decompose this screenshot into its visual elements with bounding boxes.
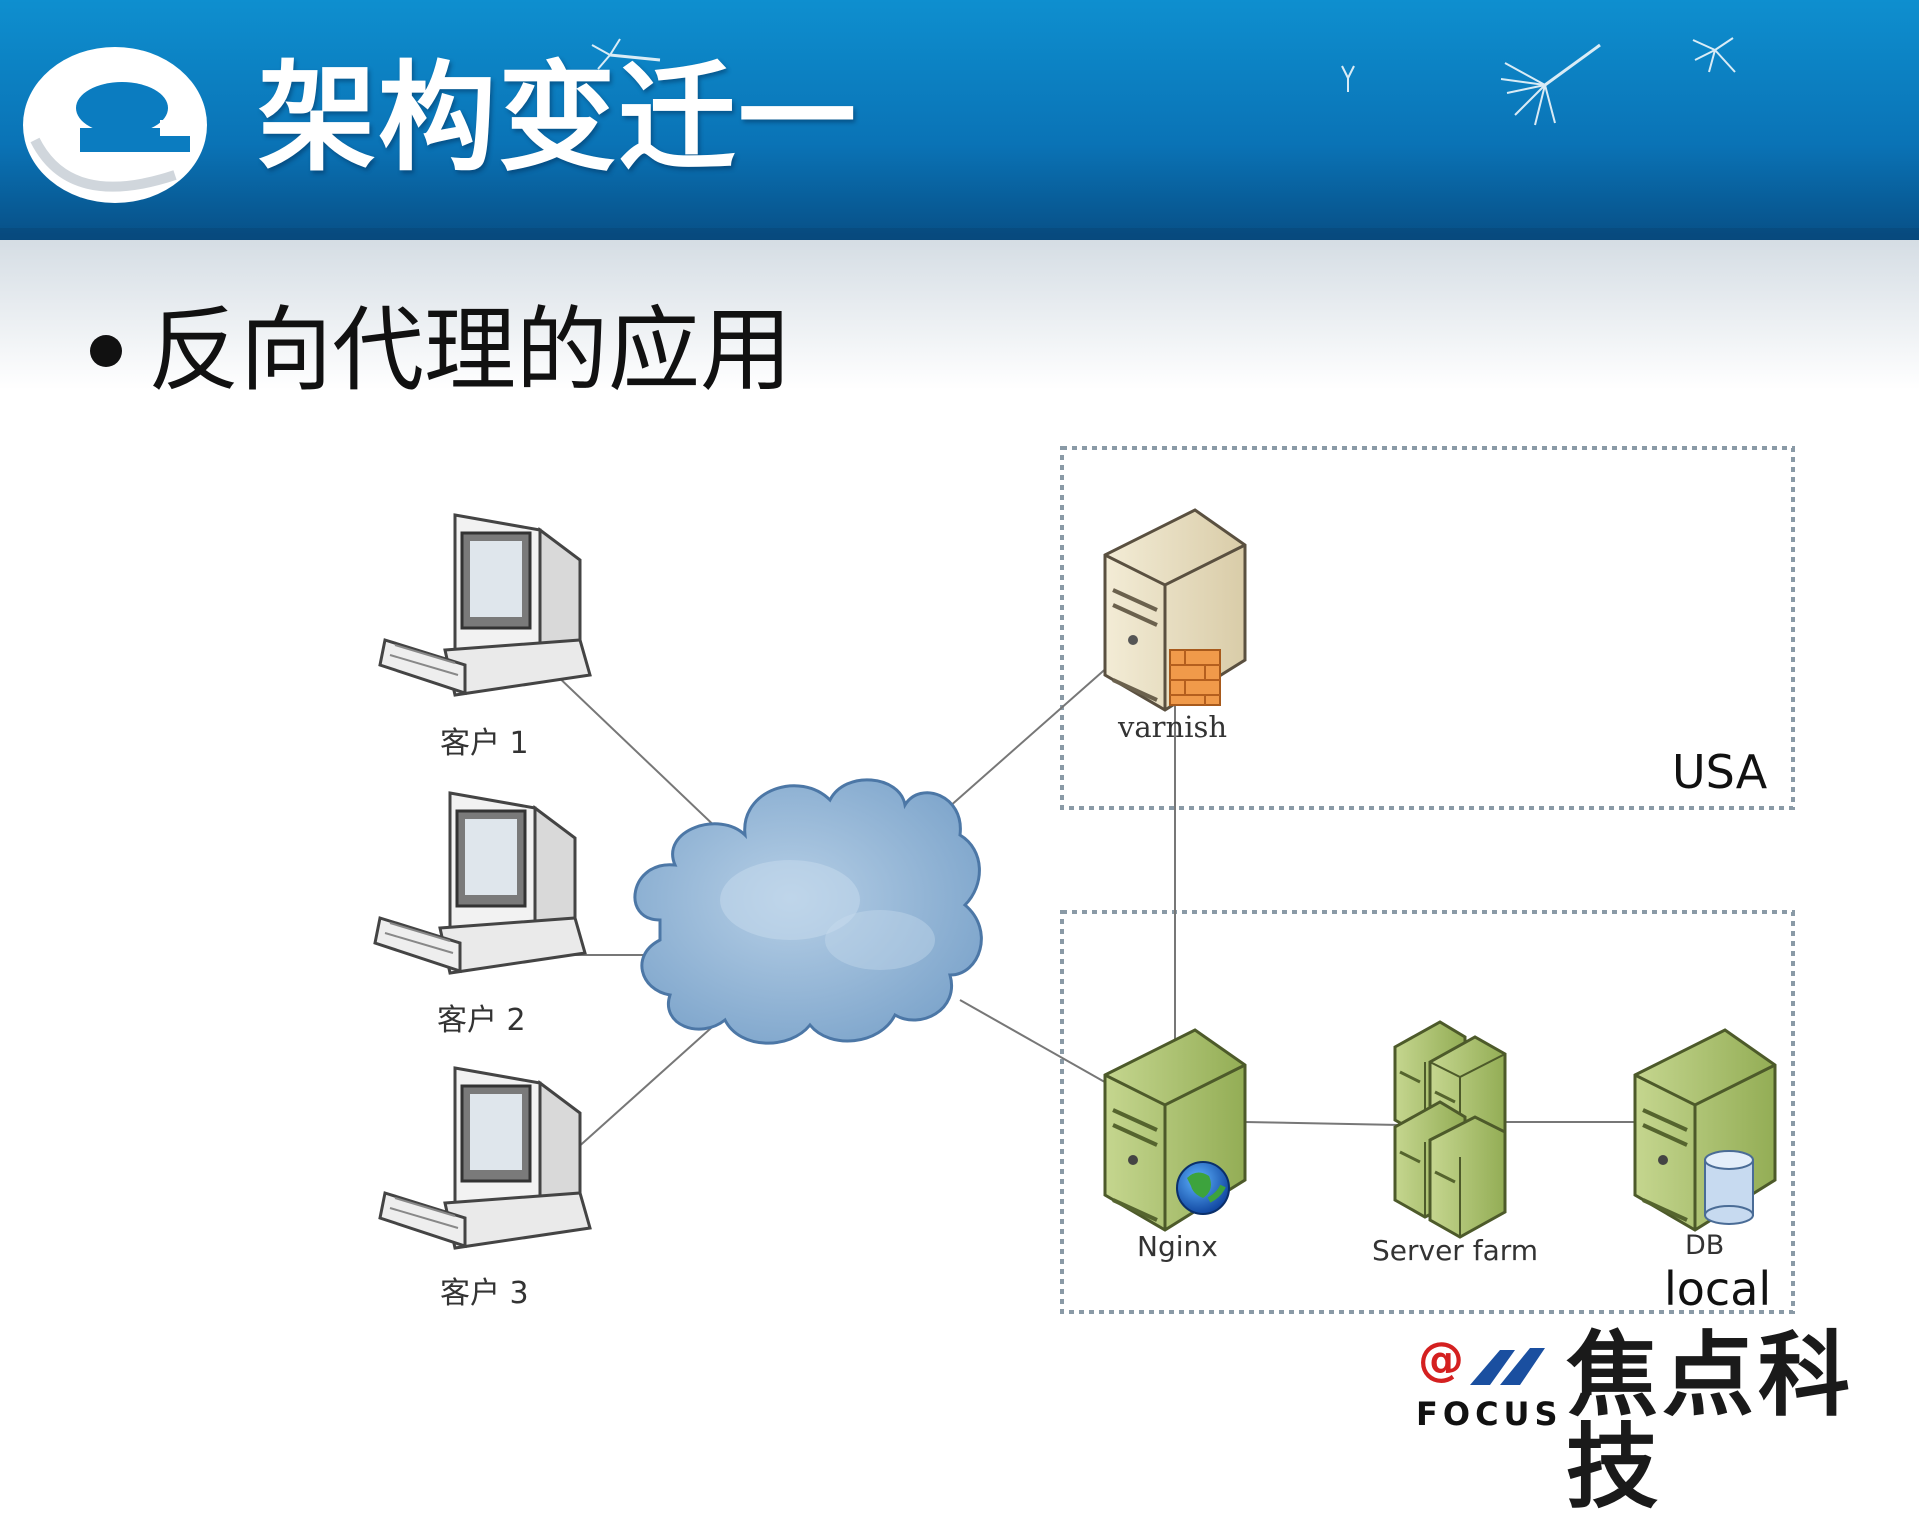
local-region-box xyxy=(1060,910,1795,1314)
server-farm-label: Server farm xyxy=(1372,1234,1539,1267)
e-letter-logo-icon xyxy=(23,47,207,203)
link-nginx-farm xyxy=(1244,1121,1401,1126)
logo-at-symbol: @ xyxy=(1418,1332,1464,1386)
client-computer-icon xyxy=(378,1066,592,1250)
local-region-label: local xyxy=(1664,1262,1772,1316)
dandelion-icon xyxy=(591,37,1736,126)
link-cloud-varnish xyxy=(939,664,1111,816)
globe-icon xyxy=(1176,1161,1230,1215)
header-shadow xyxy=(0,240,1919,390)
link-client3-cloud xyxy=(574,1019,721,1151)
server-farm-icon xyxy=(1393,1020,1507,1239)
logo-subtext: FOCUS xyxy=(1416,1395,1563,1433)
header-band xyxy=(0,0,1919,240)
link-cloud-nginx xyxy=(959,999,1111,1086)
nginx-label: Nginx xyxy=(1137,1230,1218,1263)
client-computer-icon xyxy=(378,513,592,697)
nginx-server-icon xyxy=(1103,1028,1247,1232)
page-title: 架构变迁一 xyxy=(258,49,859,187)
varnish-label: varnish xyxy=(1118,710,1228,744)
brand-logo-text: 焦点科技 xyxy=(1566,1322,1855,1521)
usa-region-box xyxy=(1060,446,1795,810)
bullet-item: 反向代理的应用 xyxy=(90,300,792,401)
db-label: DB xyxy=(1685,1230,1725,1261)
link-client1-cloud xyxy=(529,649,746,856)
client-1-label: 客户 1 xyxy=(440,726,529,761)
db-server-icon xyxy=(1633,1028,1777,1232)
varnish-server-icon xyxy=(1103,508,1247,712)
bullet-icon xyxy=(90,334,122,367)
client-2-label: 客户 2 xyxy=(437,1003,526,1038)
firewall-icon xyxy=(1169,649,1221,706)
client-3-label: 客户 3 xyxy=(440,1276,529,1311)
client-computer-icon xyxy=(373,791,587,975)
internet-cloud-icon xyxy=(633,778,983,1045)
usa-region-label: USA xyxy=(1672,745,1768,799)
database-icon xyxy=(1704,1150,1754,1225)
bullet-text: 反向代理的应用 xyxy=(148,297,793,404)
focus-logo-icon xyxy=(1470,1348,1545,1385)
slide-graphics xyxy=(0,0,1919,1385)
